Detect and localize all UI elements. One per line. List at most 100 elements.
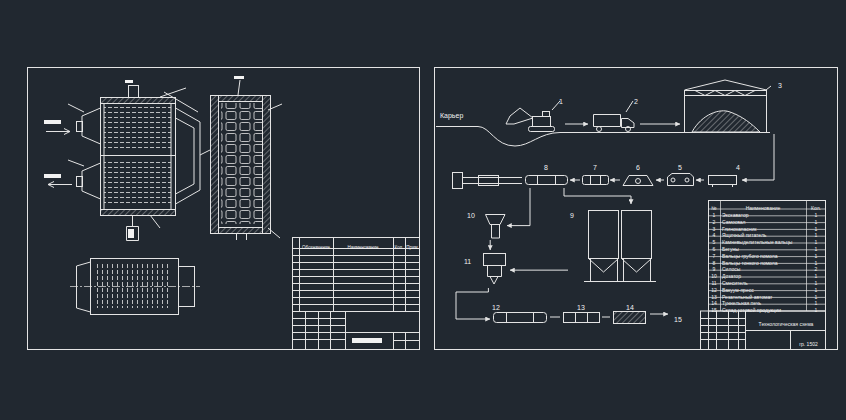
equipment-node: 4 xyxy=(704,156,742,188)
table-text: Технологическая схема xyxy=(759,319,814,329)
table-text: Камневыделительные вальцы xyxy=(722,239,792,246)
label-cell: 1 xyxy=(806,236,826,243)
label-cell: Вальцы грубого помола xyxy=(722,250,806,257)
table-text: Бегуны xyxy=(722,246,739,253)
leader-line xyxy=(766,86,771,90)
label-block xyxy=(125,80,133,83)
label-cell: Силосы xyxy=(722,263,806,270)
excavator-cab xyxy=(543,112,550,117)
stamp-grid xyxy=(701,311,826,350)
table-text: Смеситель xyxy=(722,280,748,287)
label-cell: Склад готовой продукции xyxy=(722,304,806,311)
label-cell: 1 xyxy=(806,284,826,291)
callout-number: 8 xyxy=(544,163,548,172)
label-cell: 1 xyxy=(806,257,826,264)
label-cell: Вакуум-пресс xyxy=(722,284,806,291)
label-cell: Экскаватор xyxy=(722,209,806,216)
tube-bundle xyxy=(96,264,172,308)
outlet-hood xyxy=(82,163,101,199)
label-cell: Глинозапасник xyxy=(722,223,806,230)
table-text: 1 xyxy=(815,246,818,253)
section-outline xyxy=(211,96,271,234)
equipment-node: 2 xyxy=(588,90,640,132)
edge-runner xyxy=(623,176,653,186)
table-text: гр. 1502 xyxy=(799,340,818,349)
header-strip xyxy=(101,210,176,216)
section-wall xyxy=(263,96,271,234)
table-text: 1 xyxy=(815,219,818,226)
flow-connector xyxy=(550,317,560,318)
title-block xyxy=(701,311,826,350)
callout-number: 9 xyxy=(570,211,574,220)
cutter-body xyxy=(564,313,600,323)
label-cell: 1 xyxy=(806,223,826,230)
table-text: 3 xyxy=(713,226,716,233)
label-cell: Кол. xyxy=(393,238,405,249)
table-text: 10 xyxy=(711,273,717,280)
table-text: Кол. xyxy=(395,242,404,253)
roller-mill xyxy=(583,176,609,185)
excavator-tracks xyxy=(529,127,555,132)
callout-number: 7 xyxy=(593,163,597,172)
table-text: 12 xyxy=(711,287,717,294)
support-leg xyxy=(127,216,139,241)
mixer-outlet xyxy=(488,266,502,285)
table-text: Наименование xyxy=(746,204,781,213)
excavator-arm xyxy=(506,108,533,124)
flow-connector xyxy=(507,188,530,226)
warehouse-frame xyxy=(685,80,767,132)
top-nozzle xyxy=(129,86,139,98)
leader-line xyxy=(552,101,560,110)
table-text: 8 xyxy=(713,260,716,267)
flow-connector xyxy=(602,317,610,318)
press-ring xyxy=(507,313,534,323)
area-label: Карьер xyxy=(440,111,463,121)
table-text: 13 xyxy=(711,294,717,301)
callout-number: 4 xyxy=(736,163,740,172)
truck-wheel xyxy=(597,127,602,132)
flow-connector xyxy=(565,124,588,125)
callout-number: 5 xyxy=(678,163,682,172)
flow-connector xyxy=(570,180,580,181)
label-cell: 3 xyxy=(708,223,720,230)
label-cell: 11 xyxy=(708,277,720,284)
table-text: 2 xyxy=(713,219,716,226)
silo xyxy=(622,211,652,259)
tube-grid xyxy=(221,103,263,224)
mixer-body xyxy=(484,254,506,266)
cutter-ring xyxy=(576,313,588,323)
table-text: 14 xyxy=(711,300,717,307)
label-cell: 5 xyxy=(708,236,720,243)
label-cell: 9 xyxy=(708,263,720,270)
table-text: 1 xyxy=(815,294,818,301)
callout-number: 1 xyxy=(559,97,563,106)
label-cell: 15 xyxy=(708,304,720,311)
center-line xyxy=(70,286,200,287)
label-block xyxy=(44,174,61,178)
label-cell: 1 xyxy=(806,250,826,257)
table-text: 7 xyxy=(713,253,716,260)
table-text: Наименование xyxy=(347,242,378,253)
label-cell: Наименование xyxy=(720,201,806,210)
table-text: 1 xyxy=(815,280,818,287)
support-leg xyxy=(237,234,247,241)
silo-hoppers xyxy=(584,259,656,282)
section-wall xyxy=(219,96,263,102)
label-cell: 1 xyxy=(806,277,826,284)
equipment-node: 5 xyxy=(664,156,696,188)
label-block xyxy=(128,229,134,238)
label-cell: гр. 1502 xyxy=(792,336,825,345)
table-text: 1 xyxy=(815,239,818,246)
roller-ring xyxy=(591,176,601,185)
label-cell: 7 xyxy=(708,250,720,257)
flow-connector xyxy=(510,270,568,271)
nozzle xyxy=(77,122,83,132)
feeder-legs xyxy=(713,185,733,188)
equipment-node: 6 xyxy=(620,156,656,188)
equipment-node: 8 xyxy=(522,156,570,188)
table-text: Дозатор xyxy=(722,273,741,280)
table-text: 1 xyxy=(815,253,818,260)
